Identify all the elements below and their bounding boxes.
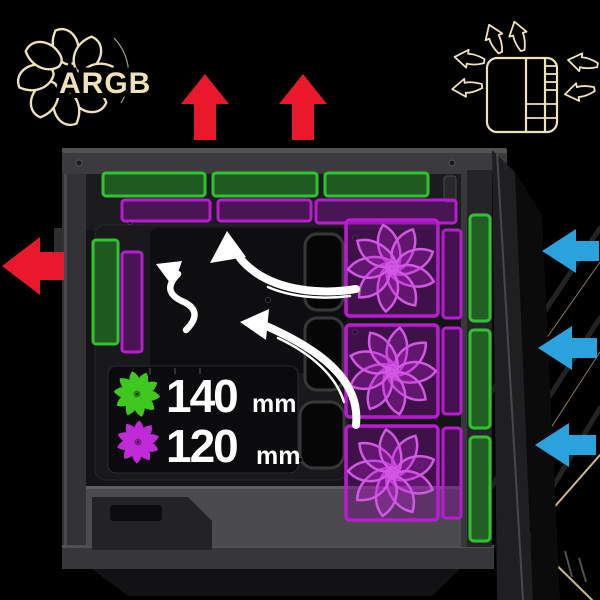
internal-airflow-arrow-squiggle	[156, 261, 198, 334]
front-intake-arrow-2	[538, 326, 597, 370]
case-side-latch	[54, 228, 62, 268]
mount-top-120-2	[216, 198, 313, 223]
internal-airflow-arrows	[156, 231, 361, 429]
rear-exhaust-arrow	[2, 237, 64, 295]
case-latch	[443, 175, 457, 203]
cpu-area	[150, 228, 347, 373]
legend-140-unit: mm	[252, 390, 296, 418]
front-exterior-highlight	[496, 151, 524, 600]
arrow-tail	[236, 254, 360, 296]
legend-120-unit: mm	[256, 442, 300, 470]
mount-top-140-3	[323, 171, 430, 198]
screw-dot	[265, 297, 271, 303]
mounts-120mm	[120, 198, 463, 520]
mount-front-120-3	[441, 426, 463, 520]
arrow-head	[240, 309, 269, 340]
mount-front-120-2	[441, 326, 463, 416]
mount-rear-140	[91, 238, 120, 346]
fan-hub	[385, 466, 399, 480]
fan-hub	[385, 364, 399, 378]
mount-top-140-1	[101, 171, 207, 198]
intake-arrows	[535, 229, 599, 467]
front-channel-rail	[461, 170, 469, 547]
internal-airflow-arrow-left	[240, 309, 361, 429]
psu-shroud-cutout	[92, 497, 212, 550]
legend-panel-ticks	[149, 368, 201, 374]
internal-airflow-arrow-up	[210, 231, 360, 299]
pc-case	[54, 148, 560, 600]
fan-140-hub	[133, 390, 141, 398]
mount-top-140-2	[211, 171, 319, 198]
legend-120-value: 120	[166, 420, 237, 472]
top-exhaust-arrow-2	[279, 74, 327, 140]
front-exterior-shadow	[515, 172, 560, 600]
front-fan-120-3	[328, 411, 453, 536]
cable-grommet	[298, 400, 346, 470]
front-intake-arrow-3	[535, 423, 596, 467]
argb-label: ARGB	[59, 67, 151, 100]
case-left-frame-highlight	[64, 150, 67, 566]
argb-fan-ring	[113, 37, 130, 104]
mount-front-120-1	[441, 228, 463, 320]
airflow-schematic-icon	[450, 18, 600, 134]
arrow-tail	[260, 321, 361, 429]
top-exhaust-arrow-1	[181, 74, 229, 140]
tick-mark	[578, 557, 587, 583]
legend-item-140: 140 mm	[113, 370, 296, 422]
case-top-frame-highlight	[62, 148, 507, 153]
front-intake-arrow-1	[542, 229, 599, 273]
mount-top-120-3	[314, 198, 458, 225]
case-feet	[92, 569, 460, 596]
legend-140-value: 140	[166, 370, 237, 422]
screw-dot	[352, 329, 358, 335]
fan-hub	[385, 261, 399, 275]
argb-badge: ARGB	[18, 29, 155, 125]
front-fan-120-2	[334, 314, 450, 429]
psu-shroud-slot	[110, 505, 162, 521]
case-screw	[75, 159, 83, 167]
front-exterior-panel	[492, 150, 533, 600]
schematic-slats	[526, 65, 557, 119]
screw-dot	[352, 235, 358, 241]
exhaust-arrows	[2, 74, 327, 295]
fan-120-hub	[134, 438, 142, 446]
installed-front-fans	[328, 218, 453, 536]
arrow-head	[210, 231, 246, 263]
psu-shroud-highlight	[86, 486, 463, 489]
mount-front-140-2	[468, 328, 492, 430]
arrow-head	[156, 261, 182, 287]
mount-front-140-1	[468, 213, 492, 323]
case-top-frame	[62, 148, 507, 174]
legend-item-120: 120 mm	[111, 416, 300, 472]
mount-top-120-1	[120, 198, 212, 223]
mount-rear-120	[120, 250, 144, 354]
front-fan-120-1	[344, 218, 440, 318]
fan-size-legend: 140 mm 120 mm	[107, 365, 300, 474]
schematic-case-body	[485, 56, 559, 134]
case-bottom-frame-highlight	[62, 545, 494, 548]
arrow-tail-accent	[276, 336, 346, 404]
mounts-140mm	[91, 171, 492, 543]
mount-front-140-3	[468, 435, 492, 543]
tick-mark	[564, 550, 573, 578]
case-screw	[448, 159, 456, 167]
arrow-tail-accent	[266, 285, 352, 299]
